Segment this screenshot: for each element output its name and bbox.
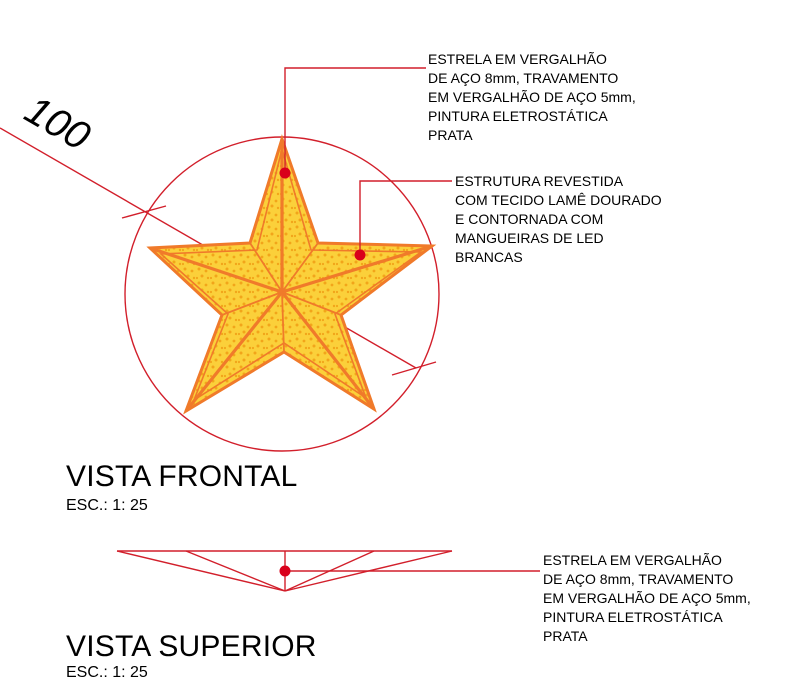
leader-dot-frame-top: [279, 565, 291, 577]
leader-fabric: [359, 180, 452, 255]
top-view-title: VISTA SUPERIOR: [66, 630, 317, 663]
top-view-scale: ESC.: 1: 25: [66, 664, 148, 681]
leader-dot-fabric: [354, 249, 366, 261]
note-frame-top: ESTRELA EM VERGALHÃO DE AÇO 8mm, TRAVAME…: [543, 552, 751, 644]
dimension-tick-upper: [121, 205, 167, 219]
star-front: [146, 134, 437, 415]
star-valley-ribs: [221, 242, 342, 353]
leader-dot-frame-front: [279, 167, 291, 179]
dimension-label: 100: [18, 88, 98, 159]
note-fabric: ESTRUTURA REVESTIDA COM TECIDO LAMÊ DOUR…: [455, 173, 662, 265]
star-top-view: [116, 550, 453, 592]
leader-frame-front: [284, 67, 426, 173]
front-view-title: VISTA FRONTAL: [66, 460, 298, 493]
star-ribs: [149, 139, 433, 413]
front-view-scale: ESC.: 1: 25: [66, 497, 148, 514]
dimension-tick-lower: [391, 361, 437, 376]
note-frame-front: ESTRELA EM VERGALHÃO DE AÇO 8mm, TRAVAME…: [428, 51, 636, 143]
